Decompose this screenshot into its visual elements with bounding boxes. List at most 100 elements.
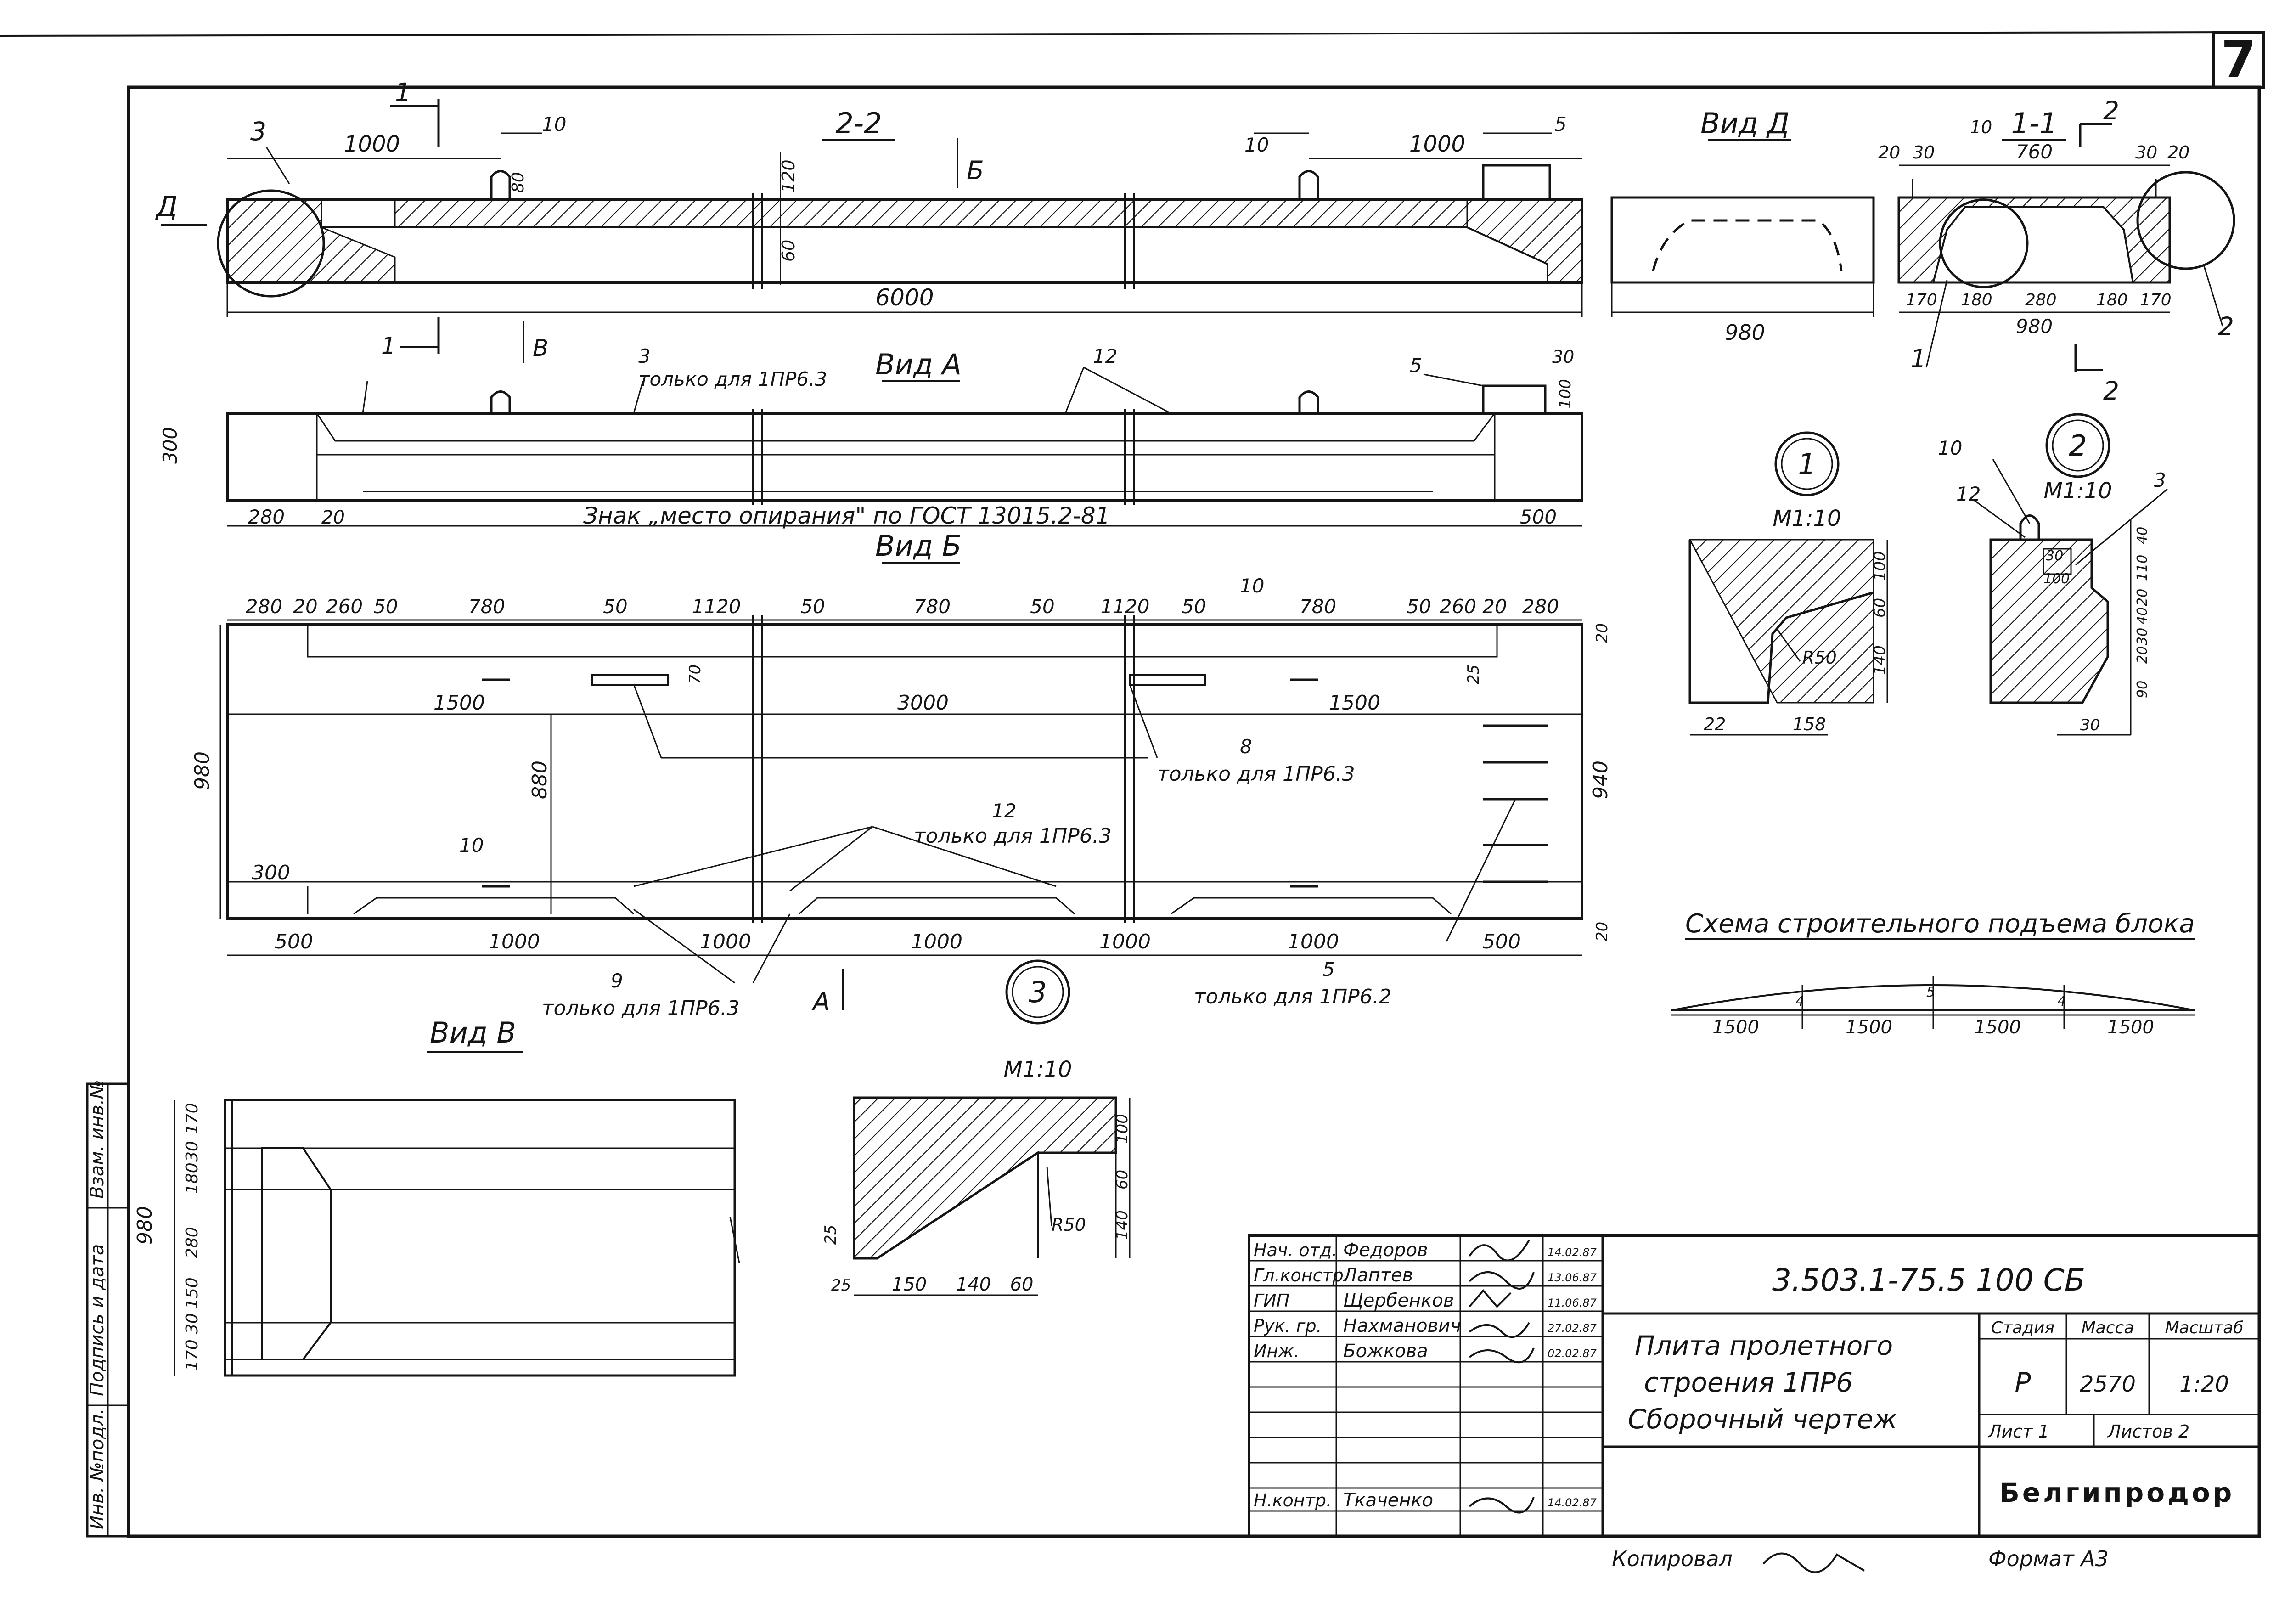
view-b-300: 300	[252, 861, 290, 885]
view-b-ref-8: 8	[1240, 735, 1252, 758]
view-b-bdim-2: 1000	[700, 930, 751, 953]
view-b-bdim-5: 1000	[1288, 930, 1339, 953]
s11-30l: 30	[1913, 142, 1935, 163]
tb-doc-code: 3.503.1-75.5 100 СБ	[1772, 1263, 2085, 1298]
margin-label-inv: Инв. №подл.	[87, 1409, 108, 1529]
tb-role-3: Рук. гр.	[1254, 1316, 1322, 1336]
view-b-note-8: только для 1ПР6.3	[1157, 762, 1355, 786]
view-b-note-5: только для 1ПР6.2	[1194, 985, 1392, 1009]
s11-280: 280	[2025, 291, 2057, 310]
view-b-dim-4: 780	[468, 595, 505, 618]
view-b-ref-5: 5	[1322, 958, 1335, 981]
margin-label-sign: Подпись и дата	[87, 1244, 108, 1396]
view-b-dim-8: 780	[914, 595, 951, 618]
view-b-70: 70	[686, 665, 704, 684]
tb-date-1: 13.06.87	[1548, 1271, 1597, 1284]
view-v-dim-0: 170	[183, 1103, 202, 1134]
node-2-20b: 20	[2134, 646, 2150, 664]
view-a: Вид А 1 В 3 только для 1ПР6.3 12 5 30 10…	[159, 317, 1583, 529]
s11-760: 760	[2016, 141, 2053, 163]
node-2-20: 20	[2134, 589, 2150, 606]
node-2: 2 М1:10 10 12 3 30 100 40 110 20 40 30 2…	[1938, 413, 2168, 736]
tb-scale: 1:20	[2179, 1371, 2229, 1397]
s11-20r: 20	[2167, 142, 2189, 163]
view-b-dim-3: 50	[373, 595, 398, 618]
node-3-60: 60	[1113, 1170, 1131, 1189]
tb-stage-header: Стадия	[1991, 1319, 2054, 1337]
s11-980: 980	[2016, 315, 2053, 338]
s11-20l: 20	[1878, 142, 1900, 163]
tb-date-2: 11.06.87	[1548, 1297, 1597, 1309]
node-2-110: 110	[2134, 555, 2150, 581]
tb-control-name: Ткаченко	[1343, 1490, 1433, 1511]
dim-6000: 6000	[875, 284, 934, 311]
tb-sheets: Листов 2	[2107, 1421, 2189, 1442]
node-2-ref-3: 3	[2154, 469, 2166, 491]
view-b-980: 980	[191, 751, 214, 790]
node-3-25a: 25	[822, 1225, 840, 1245]
tb-name-line2: строения 1ПР6	[1644, 1367, 1853, 1398]
node-2-ref-12: 12	[1956, 483, 1981, 505]
node-3-num: 3	[1029, 975, 1047, 1009]
tb-role-4: Инж.	[1254, 1341, 1300, 1361]
view-b-ref-9: 9	[611, 970, 623, 992]
view-v-title: Вид В	[430, 1016, 516, 1049]
node-1-100: 100	[1871, 551, 1889, 581]
view-a-ref-3: 3	[638, 345, 651, 367]
view-b-dim-16: 280	[1522, 595, 1559, 618]
view-b-dim-9: 50	[1030, 595, 1054, 618]
sheet-frame: 7	[0, 30, 2265, 1538]
node-1: 1 М1:10 100 60 140 R50 22 158	[1688, 431, 1889, 736]
tb-date-3: 27.02.87	[1548, 1322, 1597, 1335]
node-3-25b: 25	[831, 1276, 851, 1295]
view-b-ref-10b: 10	[459, 834, 484, 857]
view-b-3000: 3000	[897, 691, 949, 715]
lift-dim-2: 1500	[1974, 1017, 2021, 1038]
view-a-500: 500	[1520, 506, 1557, 528]
tb-sheet: Лист 1	[1987, 1421, 2049, 1442]
node-2-40: 40	[2134, 527, 2150, 544]
section-1-1: 1-1 2 10 20 30 760 30 20 170 180 280 180…	[1878, 96, 2235, 406]
view-a-ref-12: 12	[1093, 345, 1117, 367]
view-b-bdim-0: 500	[275, 930, 313, 953]
dim-120: 120	[778, 159, 799, 193]
view-b-bdim-3: 1000	[911, 930, 962, 953]
cut-2-bottom: 2	[2103, 376, 2119, 406]
lift-dim-0: 1500	[1712, 1017, 1759, 1038]
view-v-dim-3: 280	[183, 1227, 202, 1258]
view-b-note-12: только для 1ПР6.3	[914, 824, 1112, 848]
s11-30r: 30	[2135, 142, 2157, 163]
node-2-30: 30	[2046, 548, 2063, 564]
sheet-number: 7	[2221, 30, 2257, 89]
node-1-r250: R50	[1802, 648, 1837, 668]
view-b-ref-10a: 10	[1240, 575, 1264, 597]
node-3-r250: R50	[1052, 1215, 1086, 1235]
view-a-100: 100	[1556, 379, 1575, 409]
s11-ref-2: 2	[2218, 312, 2234, 341]
view-b-1500-right: 1500	[1329, 691, 1380, 715]
tb-control-date: 14.02.87	[1548, 1496, 1597, 1509]
section-1-1-title: 1-1	[2011, 107, 2057, 140]
view-v-dim-1: 30	[183, 1141, 202, 1162]
view-b-20a: 20	[1593, 623, 1611, 643]
node-2-30c: 30	[2080, 716, 2100, 734]
cut-1-label: 1	[395, 78, 411, 107]
view-v: Вид В 980 170 30 180 280 150 30 170	[133, 1016, 740, 1377]
view-b-dim-14: 260	[1440, 595, 1476, 618]
copied-signature	[1762, 1552, 1865, 1573]
tb-date-0: 14.02.87	[1548, 1246, 1597, 1259]
tb-format: Формат А3	[1988, 1546, 2109, 1571]
node-3-100: 100	[1113, 1114, 1131, 1144]
ref-3: 3	[250, 117, 266, 146]
view-a-note-3: только для 1ПР6.3	[638, 368, 827, 390]
dim-60: 60	[778, 240, 799, 262]
tb-role-2: ГИП	[1254, 1291, 1289, 1311]
node-2-num: 2	[2069, 429, 2087, 462]
left-margin-stamp: Инв. №подл. Подпись и дата Взам. инв.№	[86, 1080, 130, 1538]
node-1-num: 1	[1798, 447, 1816, 481]
margin-label-replace: Взам. инв.№	[87, 1080, 108, 1199]
view-b-880: 880	[528, 761, 551, 799]
s11-180l: 180	[1961, 291, 1992, 310]
s11-170l: 170	[1906, 291, 1937, 310]
node-3: 3 М1:10 100 60 140 R50 25 25 150 140 60	[822, 959, 1131, 1296]
